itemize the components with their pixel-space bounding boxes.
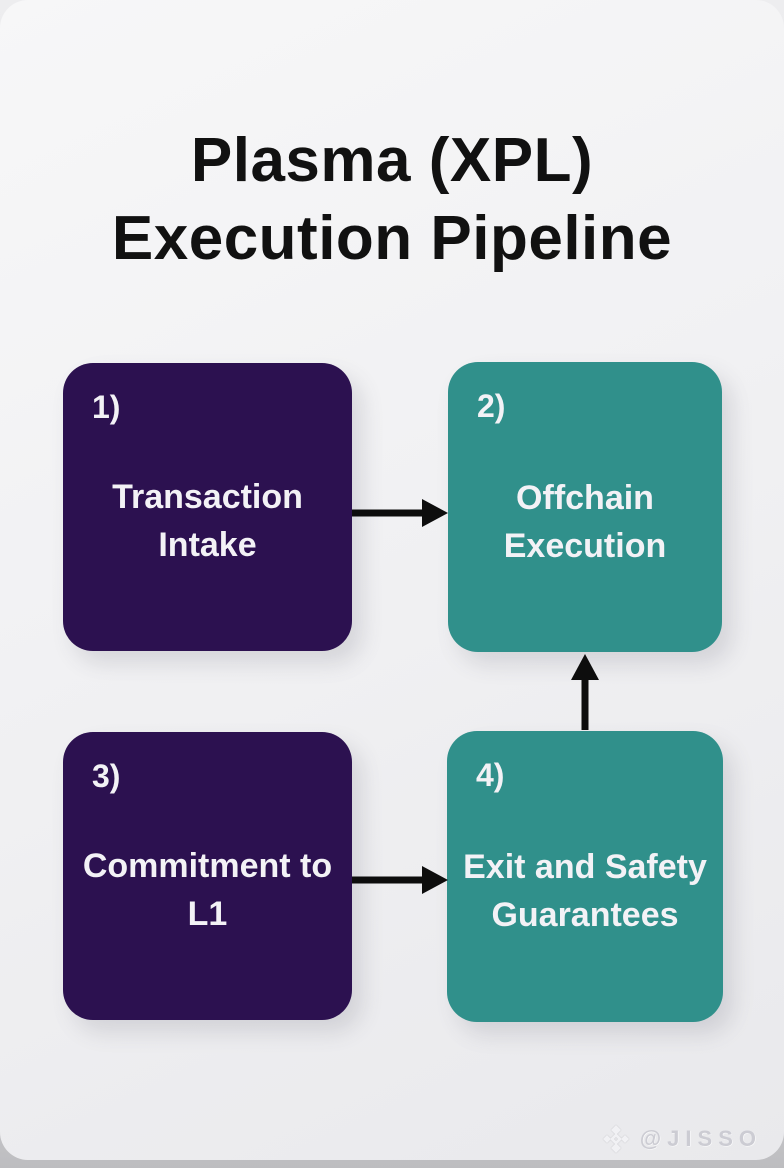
- arrow-right-icon: [352, 863, 450, 902]
- watermark-handle: @JISSO: [639, 1126, 762, 1151]
- step-3-number: 3): [92, 758, 121, 794]
- pipeline-step-2-box: 2) Offchain Execution: [448, 362, 722, 652]
- step-3-label: Commitment to L1: [82, 847, 333, 934]
- diagram-title-line1: Plasma (XPL): [190, 126, 594, 195]
- step-2-label: Offchain Execution: [503, 478, 667, 565]
- pipeline-step-4-box: 4) Exit and Safety Guarantees: [447, 731, 723, 1022]
- arrow-up-icon: [568, 652, 602, 737]
- diagram-title: Plasma (XPL) Execution Pipeline: [0, 122, 784, 278]
- step-4-number: 4): [476, 757, 505, 793]
- step-1-label: Transaction Intake: [112, 478, 303, 565]
- pipeline-step-1-box: 1) Transaction Intake: [63, 363, 352, 651]
- step-1-number: 1): [92, 389, 121, 425]
- binance-diamond-icon: [601, 1124, 631, 1154]
- step-2-number: 2): [477, 388, 506, 424]
- step-4-label: Exit and Safety Guarantees: [463, 848, 707, 935]
- diagram-title-line2: Execution Pipeline: [111, 204, 673, 273]
- watermark: @JISSO: [601, 1124, 762, 1154]
- arrow-right-icon: [352, 496, 450, 535]
- pipeline-step-3-box: 3) Commitment to L1: [63, 732, 352, 1020]
